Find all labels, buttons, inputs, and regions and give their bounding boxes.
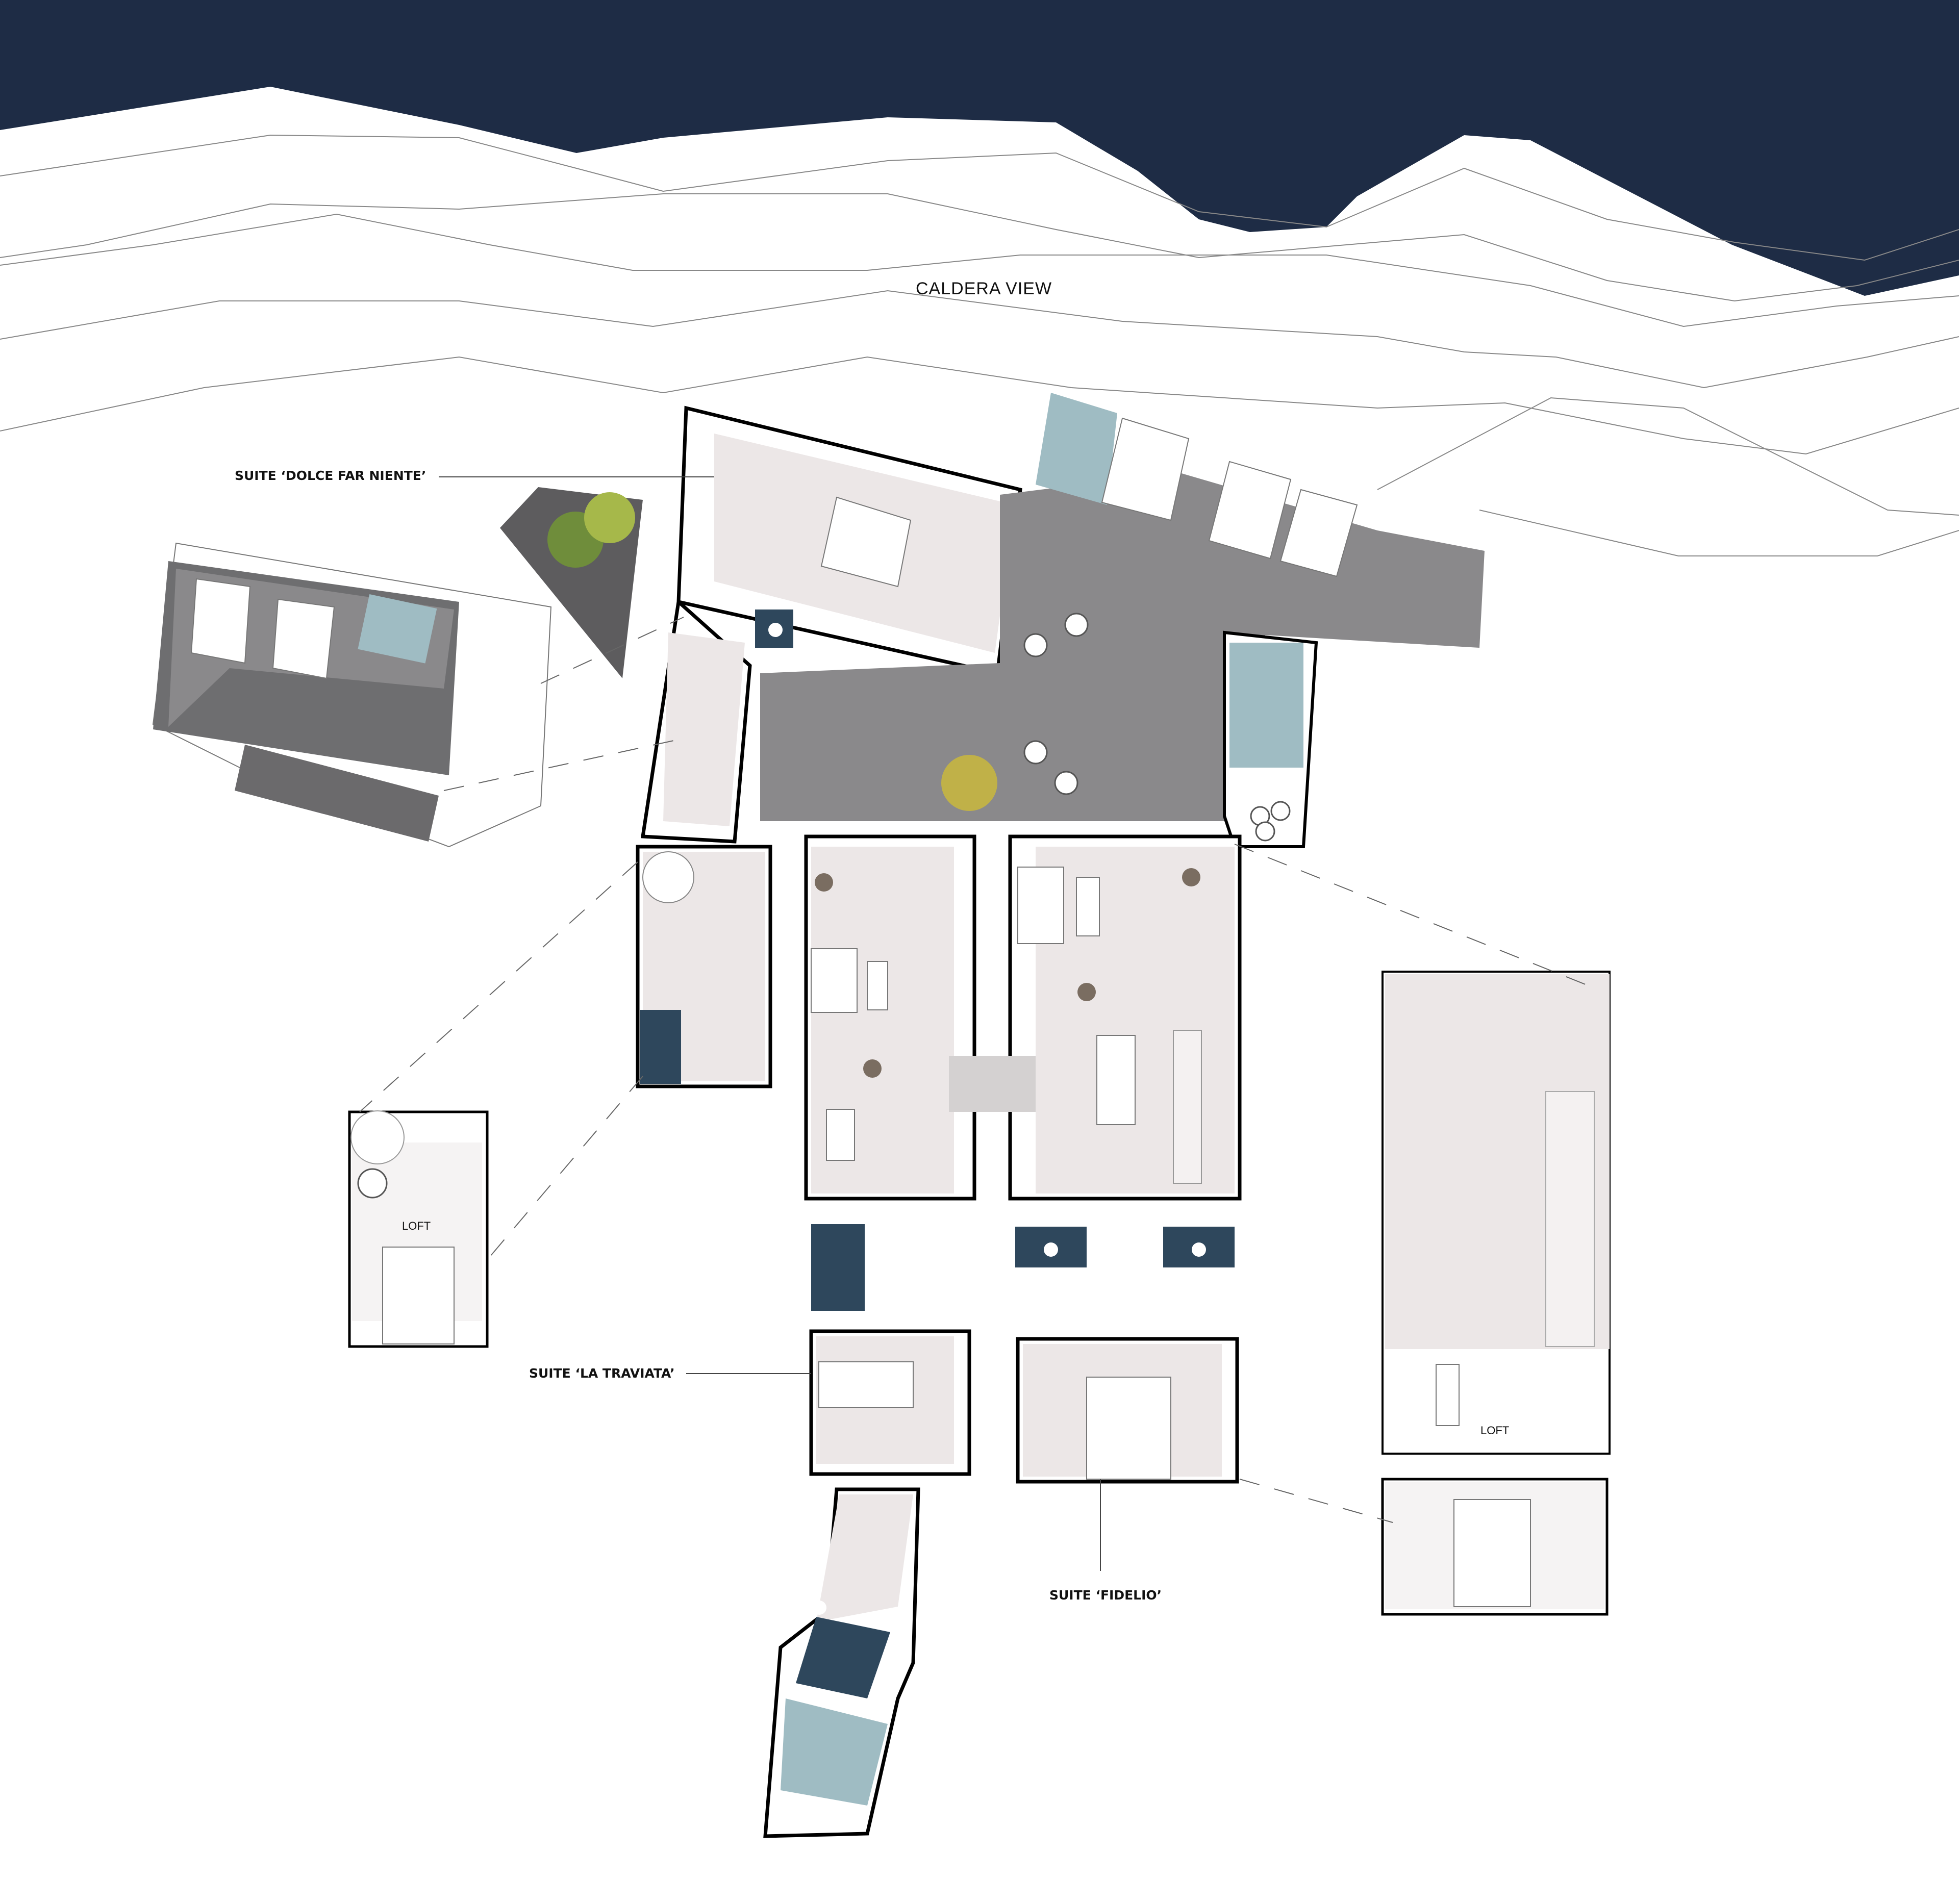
suite-dolce-plan (640, 405, 1022, 844)
sea-area (0, 0, 1959, 296)
roof-terrace-left (152, 542, 552, 848)
suite-fidelio-label: SUITE ‘FIDELIO’ (1049, 1588, 1162, 1603)
tree-icon (941, 755, 997, 811)
suite-fidelio-plan (949, 834, 1242, 1484)
loft-left-label: LOFT (402, 1220, 431, 1232)
sun-lounger (1101, 417, 1358, 577)
main-terrace (760, 393, 1485, 848)
loft-left-plan (348, 1110, 489, 1348)
tree-icon (547, 492, 635, 568)
suite-dolce-label: SUITE ‘DOLCE FAR NIENTE’ (235, 468, 426, 483)
contour-lines (0, 134, 1959, 556)
projection-lines (359, 617, 1592, 1523)
leader-lines (439, 476, 1101, 1571)
suite-traviata-label: SUITE ‘LA TRAVIATA’ (529, 1366, 675, 1381)
caldera-view-label: CALDERA VIEW (916, 279, 1052, 298)
loft-right-plan (1381, 971, 1611, 1616)
suite-traviata-plan (636, 834, 976, 1838)
loft-right-label: LOFT (1480, 1424, 1510, 1437)
